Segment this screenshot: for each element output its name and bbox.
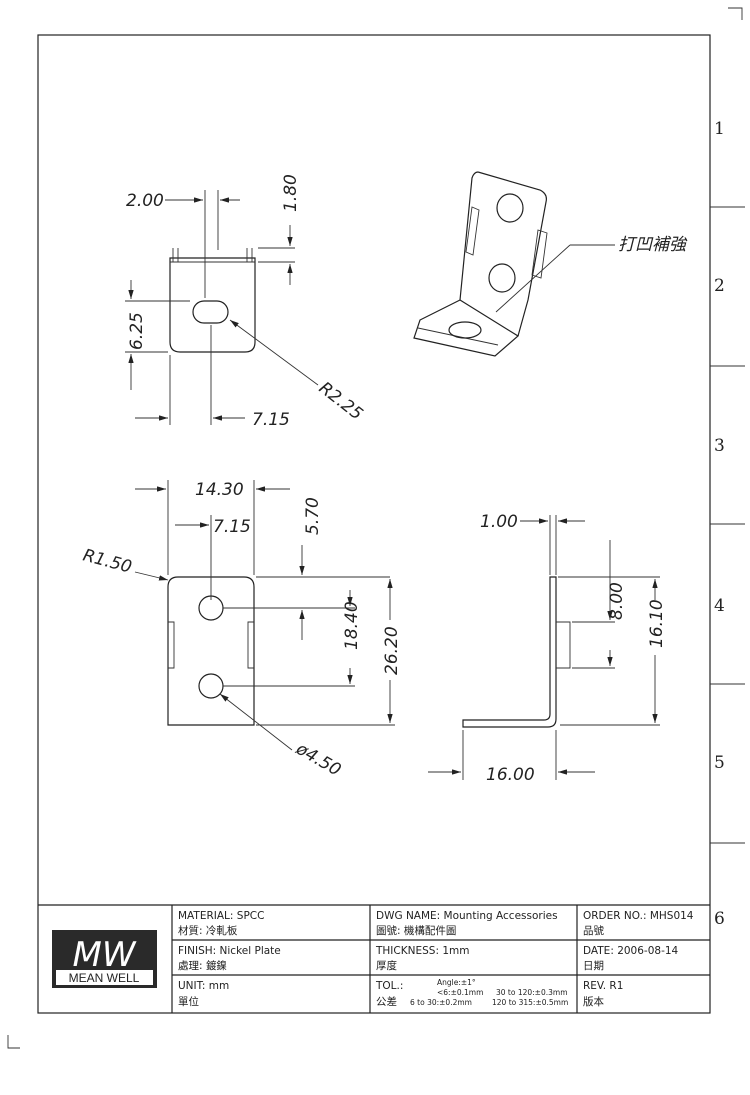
- dim-width: 2.00: [126, 191, 164, 211]
- callout-emboss: 打凹補強: [618, 235, 688, 255]
- tolerance-row: 30 to 120:±0.3mm: [496, 988, 568, 997]
- tolerance-label: TOL.:: [375, 980, 403, 992]
- material-zh: 材質: 冷軋板: [178, 924, 238, 937]
- svg-text:MW: MW: [73, 935, 137, 975]
- dim-corner-radius: R1.50: [81, 546, 134, 578]
- dim-hole-spacing: 18.40: [342, 601, 362, 650]
- front-view: 14.30 7.15 5.70 18.40 26.20 R1.50 ø4.50: [81, 480, 402, 780]
- dim-slot-offset: 7.15: [252, 410, 290, 430]
- zone-label: 5: [714, 753, 725, 773]
- isometric-view: 打凹補強: [413, 171, 688, 357]
- dim-base: 16.00: [486, 765, 535, 785]
- dim-height: 26.20: [382, 626, 402, 675]
- zone-label: 4: [714, 596, 725, 616]
- revision: REV. R1: [583, 980, 623, 992]
- zone-label: 1: [714, 119, 725, 139]
- mean-well-logo: MW MEAN WELL: [52, 930, 157, 988]
- dim-center: 7.15: [213, 517, 251, 537]
- date-zh: 日期: [583, 960, 604, 972]
- tolerance-angle: Angle:±1°: [437, 978, 476, 987]
- order-number: ORDER NO.: MHS014: [583, 910, 694, 922]
- finish: FINISH: Nickel Plate: [178, 945, 281, 957]
- side-view: 1.00 8.00 16.10 16.00: [428, 512, 667, 785]
- date: DATE: 2006-08-14: [583, 945, 679, 957]
- dim-width: 14.30: [195, 480, 244, 500]
- unit: UNIT: mm: [178, 980, 229, 992]
- corner-mark: [728, 7, 743, 20]
- svg-text:MEAN WELL: MEAN WELL: [69, 971, 140, 985]
- title-block: MW MEAN WELL MATERIAL: SPCC 材質: 冷軋板 FINI…: [38, 904, 710, 1013]
- revision-zh: 版本: [583, 995, 604, 1008]
- dim-bump-offset: 16.10: [647, 599, 667, 648]
- tolerance-zh: 公差: [376, 995, 397, 1008]
- zone-label: 6: [714, 909, 725, 929]
- dim-top: 5.70: [303, 497, 323, 535]
- dwg-name-zh: 圖號: 機構配件圖: [376, 924, 456, 937]
- dim-hole-diameter: ø4.50: [292, 739, 345, 781]
- corner-mark: [7, 1035, 20, 1049]
- dim-slot-height: 6.25: [127, 312, 147, 350]
- slot-hole: [192, 300, 229, 324]
- zone-markers: 1 2 3 4 5 6: [710, 119, 745, 929]
- dim-bump: 8.00: [607, 582, 627, 620]
- dim-tab: 1.80: [281, 174, 301, 212]
- top-view: 2.00 1.80 6.25 7.15 R2.25: [125, 174, 366, 430]
- tolerance-row: 120 to 315:±0.5mm: [492, 998, 568, 1007]
- finish-zh: 處理: 鍍鎳: [178, 959, 227, 972]
- unit-zh: 單位: [178, 995, 199, 1008]
- drawing-frame: [37, 34, 711, 1014]
- zone-label: 3: [714, 436, 725, 456]
- zone-label: 2: [714, 276, 725, 296]
- thickness-zh: 厚度: [376, 959, 397, 972]
- tolerance-row: <6:±0.1mm: [437, 988, 483, 997]
- dim-radius: R2.25: [315, 378, 366, 424]
- order-number-zh: 品號: [583, 924, 604, 937]
- thickness: THICKNESS: 1mm: [375, 945, 469, 957]
- material: MATERIAL: SPCC: [178, 910, 264, 922]
- dim-thickness: 1.00: [480, 512, 518, 532]
- tolerance-row: 6 to 30:±0.2mm: [410, 998, 472, 1007]
- hole: [198, 673, 224, 699]
- dwg-name: DWG NAME: Mounting Accessories: [376, 910, 558, 922]
